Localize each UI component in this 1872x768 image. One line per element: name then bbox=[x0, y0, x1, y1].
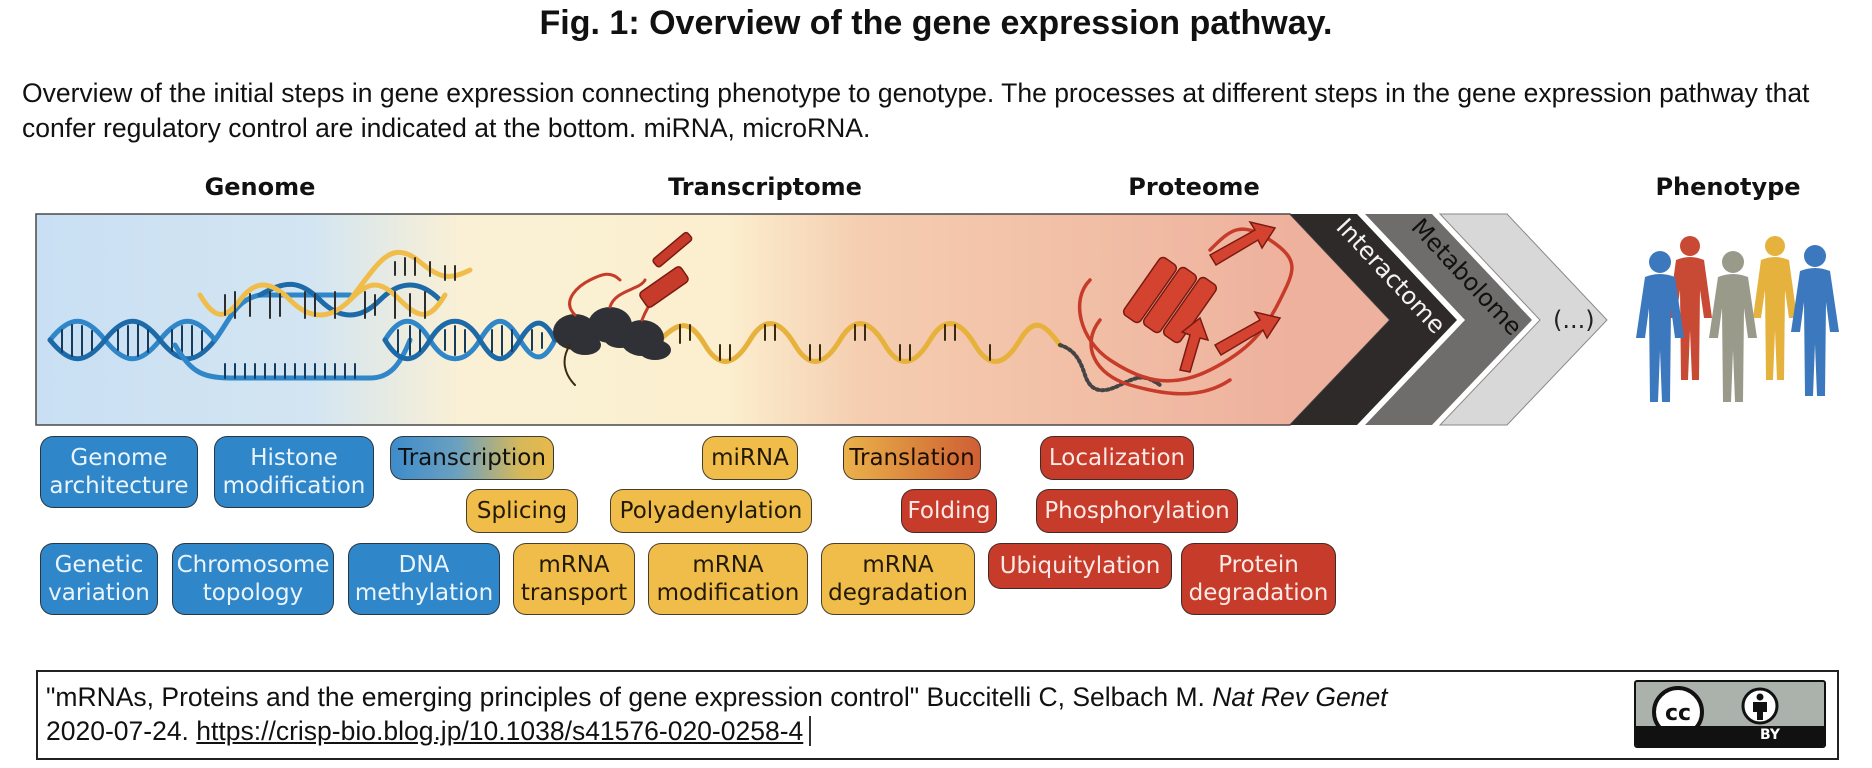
person-figure bbox=[1709, 251, 1757, 402]
citation-link[interactable]: https://crisp-bio.blog.jp/10.1038/s41576… bbox=[196, 716, 804, 746]
person-figure bbox=[1668, 236, 1712, 380]
more-label: (...) bbox=[1553, 306, 1595, 334]
citation-title: "mRNAs, Proteins and the emerging princi… bbox=[46, 682, 920, 712]
process-protein-degradation: Protein degradation bbox=[1181, 543, 1336, 615]
person-figure bbox=[1753, 236, 1797, 380]
citation-date: 2020-07-24. bbox=[46, 716, 189, 746]
folded-protein-icon bbox=[1077, 220, 1294, 396]
cc-mark: cc bbox=[1665, 701, 1691, 726]
citation-text: "mRNAs, Proteins and the emerging princi… bbox=[46, 680, 1606, 748]
stage-label-genome: Genome bbox=[204, 173, 316, 201]
process-localization: Localization bbox=[1040, 436, 1194, 480]
process-translation: Translation bbox=[843, 436, 981, 480]
citation-authors: Buccitelli C, Selbach M. bbox=[926, 682, 1205, 712]
dna-helix-icon bbox=[47, 249, 558, 381]
process-mrna-degradation: mRNA degradation bbox=[821, 543, 975, 615]
cc-by-bar: BY bbox=[1636, 726, 1824, 746]
person-figure bbox=[1636, 251, 1684, 402]
metabolome-chevron bbox=[1365, 214, 1532, 425]
citation-box: "mRNAs, Proteins and the emerging princi… bbox=[36, 670, 1839, 760]
stage-label-proteome: Proteome bbox=[1128, 173, 1260, 201]
interactome-chevron bbox=[1290, 214, 1457, 425]
process-phosphorylation: Phosphorylation bbox=[1036, 489, 1238, 533]
people-icon bbox=[1636, 236, 1839, 402]
process-dna-methylation: DNA methylation bbox=[348, 543, 500, 615]
cc-logo-icon: cc bbox=[1652, 686, 1779, 730]
figure-title: Fig. 1: Overview of the gene expression … bbox=[539, 4, 1333, 42]
process-mrna-modification: mRNA modification bbox=[648, 543, 808, 615]
figure-caption: Overview of the initial steps in gene ex… bbox=[22, 78, 1810, 143]
process-transcription: Transcription bbox=[390, 436, 554, 480]
cc-by-label: BY bbox=[1760, 727, 1781, 743]
process-folding: Folding bbox=[901, 489, 997, 533]
more-chevron bbox=[1438, 213, 1608, 426]
text-cursor bbox=[809, 716, 811, 746]
process-genetic-variation: Genetic variation bbox=[40, 543, 158, 615]
process-histone-modification: Histone modification bbox=[214, 436, 374, 508]
process-polyadenylation: Polyadenylation bbox=[610, 489, 812, 533]
process-genome-architecture: Genome architecture bbox=[40, 436, 198, 508]
stage-label-phenotype: Phenotype bbox=[1655, 173, 1801, 201]
stage-label-transcriptome: Transcriptome bbox=[668, 173, 862, 201]
process-chromosome-topology: Chromosome topology bbox=[172, 543, 334, 615]
process-mirna: miRNA bbox=[702, 436, 798, 480]
citation-journal: Nat Rev Genet bbox=[1212, 682, 1388, 712]
cc-by-license-badge[interactable]: cc BY bbox=[1634, 680, 1826, 748]
process-ubiquitylation: Ubiquitylation bbox=[988, 543, 1172, 589]
process-splicing: Splicing bbox=[466, 489, 578, 533]
process-mrna-transport: mRNA transport bbox=[513, 543, 635, 615]
person-figure bbox=[1791, 245, 1839, 396]
